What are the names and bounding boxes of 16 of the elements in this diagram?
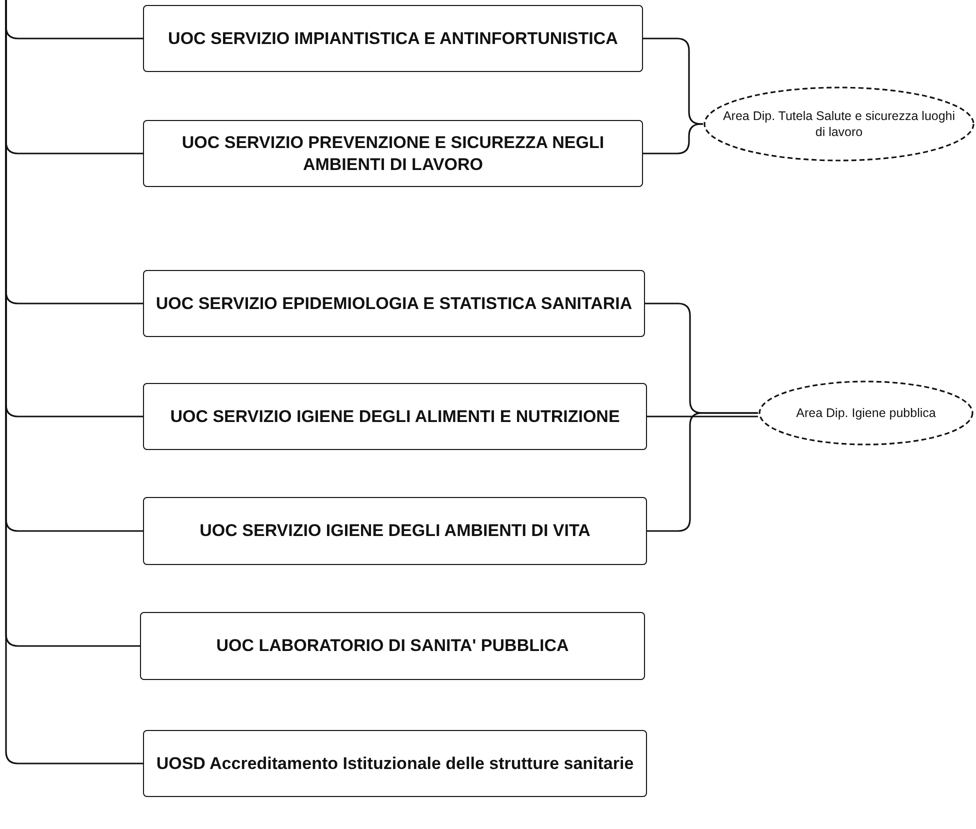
area-label: Area Dip. Igiene pubblica — [796, 405, 936, 421]
unit-box: UOC SERVIZIO PREVENZIONE E SICUREZZA NEGLI AMBIENTI DI LAVORO — [143, 120, 643, 187]
area-ellipse — [758, 380, 974, 446]
connector-line — [643, 38, 703, 125]
connector-line — [643, 123, 703, 154]
unit-box: UOC SERVIZIO IGIENE DEGLI AMBIENTI DI VITA — [143, 497, 647, 565]
area-ellipse — [703, 86, 975, 162]
unit-box: UOC SERVIZIO EPIDEMIOLOGIA E STATISTICA SANITARIA — [143, 270, 645, 337]
area-label: Area Dip. Tutela Salute e sicurezza luoghi di lavoro — [722, 108, 956, 140]
connector-line — [5, 0, 143, 764]
unit-box: UOC SERVIZIO IGIENE DEGLI ALIMENTI E NUTRIZIONE — [143, 383, 647, 450]
unit-box: UOC SERVIZIO IMPIANTISTICA E ANTINFORTUNISTICA — [143, 5, 643, 72]
connector-line — [647, 416, 758, 418]
unit-box: UOC LABORATORIO DI SANITA' PUBBLICA — [140, 612, 645, 680]
unit-box: UOSD Accreditamento Istituzionale delle strutture sanitarie — [143, 730, 647, 797]
connector-line — [647, 412, 758, 532]
